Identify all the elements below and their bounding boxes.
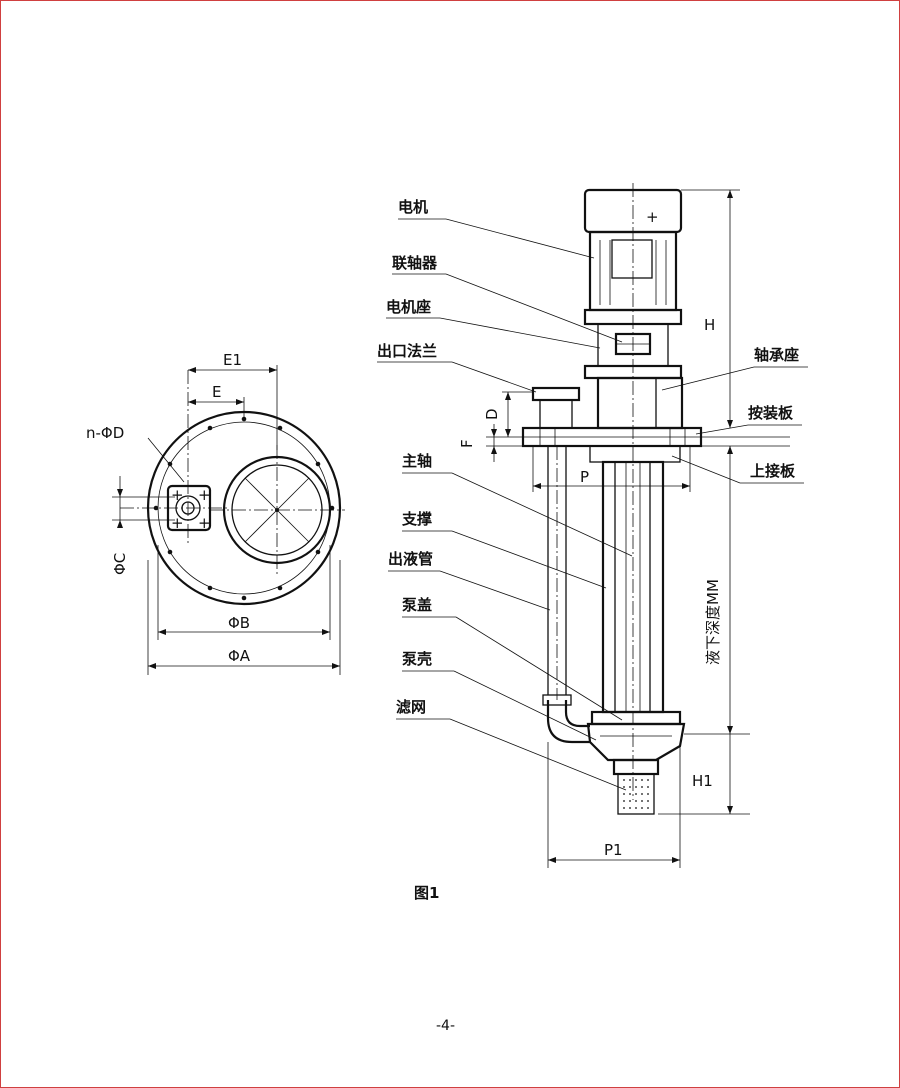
label-outlet-flange: 出口法兰 (377, 342, 437, 360)
label-pump-cover: 泵盖 (402, 596, 432, 614)
label-p1: P1 (604, 841, 623, 859)
dim-phi-a: ΦA (147, 560, 341, 675)
bolt-holes (153, 416, 335, 601)
dim-e: E (188, 383, 245, 420)
label-depth: 液下深度MM (704, 579, 722, 665)
outlet-pipe (542, 446, 590, 744)
label-phi-b: ΦB (228, 614, 250, 632)
label-strainer: 滤网 (396, 698, 426, 716)
dim-phi-c: ΦC (111, 476, 175, 575)
label-main-shaft: 主轴 (402, 452, 432, 470)
dim-n-phi-d: n-ΦD (86, 424, 185, 483)
label-e1: E1 (223, 351, 242, 369)
strainer (612, 758, 660, 815)
label-d: D (483, 408, 501, 420)
pump-opening (210, 445, 345, 575)
label-upper-plate: 上接板 (750, 462, 796, 480)
label-outlet-pipe: 出液管 (388, 550, 433, 568)
label-phi-c: ΦC (111, 553, 129, 575)
label-f: F (458, 439, 476, 448)
label-phi-a: ΦA (228, 647, 251, 665)
label-e: E (212, 383, 221, 401)
strainer-mesh (623, 779, 649, 809)
page-number: -4- (436, 1018, 455, 1034)
label-p: P (580, 468, 589, 486)
label-h1: H1 (692, 772, 713, 790)
elevation-view: + (377, 183, 808, 868)
label-motor-seat: 电机座 (386, 298, 431, 316)
bearing-seat (596, 376, 684, 430)
label-pump-casing: 泵壳 (402, 650, 432, 668)
dim-phi-b: ΦB (157, 545, 331, 640)
label-mounting-plate: 按装板 (748, 404, 794, 422)
dim-e1: E1 (188, 351, 278, 450)
svg-text:+: + (171, 486, 184, 504)
svg-text:+: + (198, 514, 211, 532)
elevation-dimensions: H D F P 液下深度MM (458, 189, 790, 868)
motor-seat (583, 308, 683, 380)
plan-view: + + + + E1 E n-ΦD (86, 351, 345, 675)
outlet-flange-side (531, 386, 581, 429)
figure-caption: 图1 (414, 884, 439, 902)
svg-text:+: + (646, 208, 659, 226)
label-support: 支撑 (401, 510, 432, 528)
label-n-phi-d: n-ΦD (86, 424, 124, 442)
label-bearing-seat: 轴承座 (754, 346, 799, 364)
label-h: H (704, 316, 715, 334)
label-coupling: 联轴器 (392, 254, 438, 272)
outlet-flange-plan: + + + + (120, 370, 230, 545)
svg-text:+: + (171, 514, 184, 532)
motor: + (583, 188, 683, 312)
pump-body (586, 710, 686, 762)
part-labels: 电机 联轴器 电机座 出口法兰 轴承座 按装板 上接板 主轴 支 (377, 198, 808, 791)
svg-text:+: + (198, 486, 211, 504)
label-motor: 电机 (398, 198, 428, 216)
